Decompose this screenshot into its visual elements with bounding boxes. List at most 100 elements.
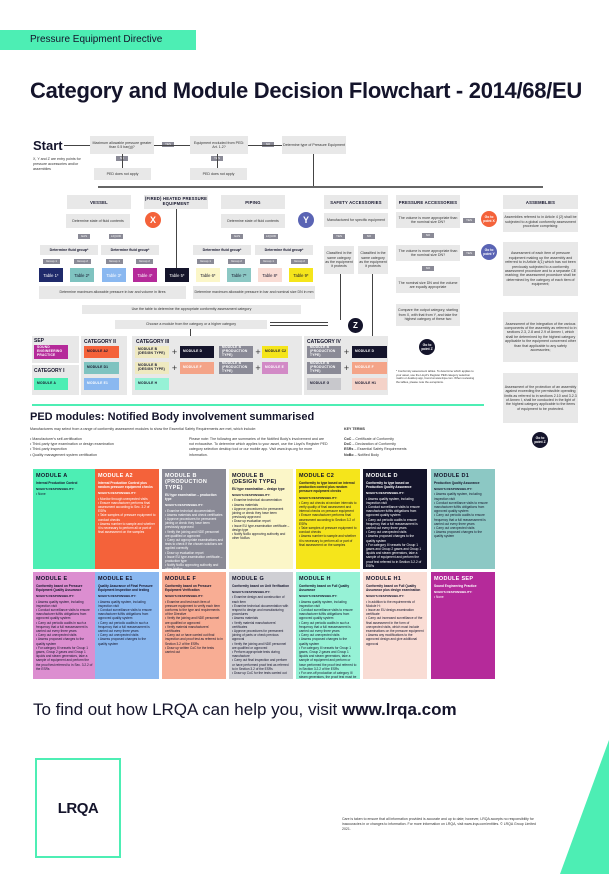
module-card-item: Ensure manufacturer performs final asses… <box>98 501 156 514</box>
module-card-item: Take samples of pressure equipment to co… <box>98 513 156 521</box>
goto-point-y[interactable]: Go to point Y <box>481 244 497 260</box>
no-tag: NO <box>262 142 274 147</box>
table-6-box: Table 6* <box>196 268 220 282</box>
state-fluid-vessel: Determine state of fluid contents <box>66 214 130 228</box>
module-card-subtitle: Conformity based on Unit Verification <box>232 584 290 588</box>
group-tag: Group 2 <box>136 259 153 264</box>
module-sep-chip: SOUND ENGINEERING PRACTICE <box>34 345 68 359</box>
module-d-chip: MODULE D <box>180 346 214 358</box>
module-card-resp: NOBO'S RESPONSIBILITY: <box>434 590 473 595</box>
module-card-subtitle: Quality Assurance of Final Pressure Equi… <box>98 584 153 593</box>
module-card-item: Approve procedures for permanent joining… <box>232 507 290 520</box>
start-note: X, Y and Z are entry points for pressure… <box>33 157 81 171</box>
module-card-title: MODULE A2 <box>98 473 133 479</box>
goto-point-x[interactable]: Go to point X <box>481 211 497 227</box>
module-card-item: Carry out checks at random intervals to … <box>299 501 357 514</box>
fluid-group-piping-liquid: Determine fluid group* <box>255 245 313 255</box>
pa-question-2: The volume is more appropriate than the … <box>396 245 460 261</box>
summary-intro: Manufacturers may select from a range of… <box>30 427 257 431</box>
module-a-chip: MODULE A <box>34 378 68 390</box>
cat1-title: CATEGORY I <box>34 368 65 374</box>
module-card-item: Carry out periodic audits to ensure freq… <box>434 513 492 526</box>
plus-icon: + <box>255 363 261 373</box>
group-tag: Group 2 <box>228 259 245 264</box>
module-card-item: Carry out unexpected visits <box>299 633 357 637</box>
classified-no: Classified in the same category as the e… <box>358 246 388 274</box>
module-card-item: Issue EU type-examination certificate – … <box>165 555 223 563</box>
asm-step-2: Assessment of each item of pressure equi… <box>503 242 578 296</box>
lrqa-link[interactable]: www.lrqa.com <box>342 700 457 719</box>
module-card-title: MODULE SEP <box>434 576 474 582</box>
module-b-production-chip: MODULE B (PRODUCTION TYPE) <box>219 345 253 358</box>
cat3-title: CATEGORY III <box>136 339 170 345</box>
module-card-title: MODULE E <box>36 576 68 582</box>
point-y-marker: Y <box>298 212 314 228</box>
table-7-box: Table 7* <box>227 268 251 282</box>
module-card-title: MODULE A <box>36 473 68 479</box>
module-card-resp: NOBO'S RESPONSIBILITY: <box>434 487 473 492</box>
module-b-production-chip: MODULE B (PRODUCTION TYPE) <box>219 361 253 374</box>
module-card-item: Approve procedures for permanent joining… <box>232 629 290 642</box>
directive-tag: Pressure Equipment Directive <box>0 30 196 50</box>
table-9-box: Table 9* <box>289 268 313 282</box>
module-card-item: Issue an EU design-examination certifica… <box>366 608 424 616</box>
plus-icon: + <box>343 347 350 357</box>
module-card-subtitle: EU type examination – design type <box>232 487 285 491</box>
module-card-resp: NOBO'S RESPONSIBILITY: <box>98 491 137 496</box>
module-card-item: Conduct surveillance visits to ensure ma… <box>366 505 424 518</box>
plus-icon: + <box>343 363 350 373</box>
summary-title: PED modules: Notified Body involvement s… <box>30 411 315 423</box>
module-card-item: Assess number to sample and whether it i… <box>98 522 156 535</box>
module-card-item: Assess quality system, including inspect… <box>299 600 357 608</box>
module-card: MODULE B (DESIGN TYPE)EU type examinatio… <box>229 469 293 569</box>
module-card-resp: NOBO'S RESPONSIBILITY: <box>366 491 405 496</box>
start-label: Start <box>33 138 63 153</box>
yes-tag: YES <box>463 218 475 223</box>
point-x-marker: X <box>145 212 161 228</box>
summary-bullets: • Manufacturer's self-certification • Th… <box>30 437 114 457</box>
goto-point-z[interactable]: Go to point Z <box>419 339 435 355</box>
type-heated: (FIRED) HEATED PRESSURE EQUIPMENT <box>144 195 208 209</box>
module-card-item: Carry out periodic audits in such a freq… <box>299 621 357 634</box>
module-card-item: Conduct surveillance visits to ensure ma… <box>434 501 492 514</box>
module-g-chip: MODULE G <box>307 378 341 390</box>
q-max-pressure: Maximum allowable pressure greater than … <box>90 136 154 154</box>
module-card-item: Carry out increased surveillance of the … <box>366 616 424 633</box>
module-card-item: Assess proposed changes to the quality s… <box>434 530 492 538</box>
module-h-chip: MODULE H <box>135 378 169 390</box>
module-card-item: Assess quality system, including inspect… <box>36 600 94 608</box>
table-5-box: Table 5* <box>165 268 189 282</box>
max-pressure-dn: Determine maximum allowable pressure in … <box>193 286 315 299</box>
module-card-item: Issue EU type-examination certificate – … <box>232 524 290 532</box>
type-pressure-accessories: PRESSURE ACCESSORIES <box>396 195 460 209</box>
module-card-item: Verify material manufacturers' certifica… <box>165 625 223 633</box>
module-card-item: Assess proposed changes to the quality s… <box>366 534 424 542</box>
yes-tag: YES <box>333 234 345 239</box>
logo-text: LRQA <box>57 799 99 817</box>
module-card-item: Examine technical documentation <box>232 498 290 502</box>
choose-module: Choose a module from the category or a h… <box>115 320 267 329</box>
module-card-resp: NOBO'S RESPONSIBILITY: <box>98 594 137 599</box>
disclaimer: Care is taken to ensure that all informa… <box>342 817 536 831</box>
module-d1-chip: MODULE D1 <box>84 362 119 374</box>
module-e-chip: MODULE E <box>262 362 288 374</box>
module-card-item: Carry out unexpected visits <box>98 633 156 637</box>
module-card-resp: NOBO'S RESPONSIBILITY: <box>165 594 204 599</box>
table-4-box: Table 4* <box>133 268 157 282</box>
tables-footnote: * Conformity assessment tables. To deter… <box>396 369 475 384</box>
goto-point-z[interactable]: Go to point Z <box>532 432 548 448</box>
module-card-item: Carry out periodic audits in such a freq… <box>36 621 94 634</box>
yes-tag: YES <box>463 251 475 256</box>
module-card-item: Ensure manufacturer performs final asses… <box>299 513 357 526</box>
module-c2-chip: MODULE C2 <box>262 346 288 358</box>
module-b-production-chip: MODULE B (PRODUCTION TYPE) <box>307 361 341 374</box>
module-card-resp: NOBO'S RESPONSIBILITY: <box>299 594 338 599</box>
plus-icon: + <box>171 363 178 373</box>
module-card-subtitle: Conformity based on Full Quality Assuran… <box>299 584 350 593</box>
